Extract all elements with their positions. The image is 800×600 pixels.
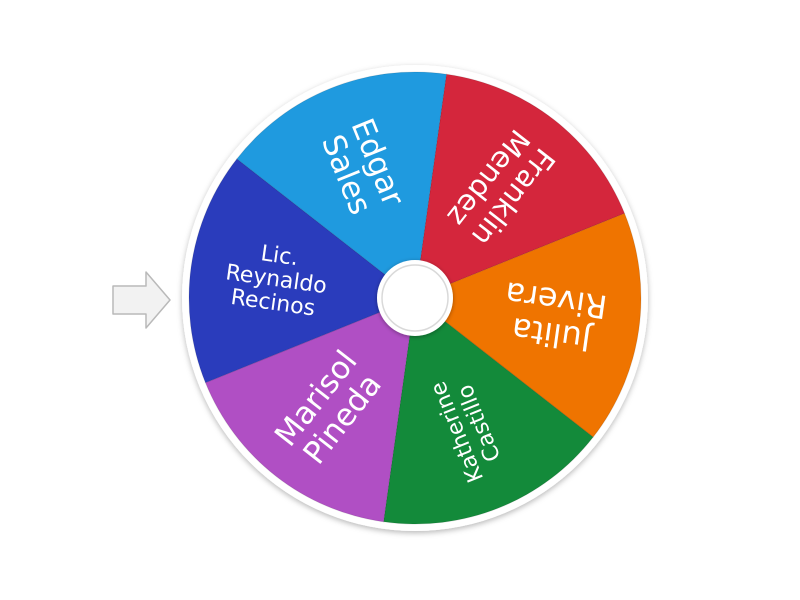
- arrow-right-icon: [112, 271, 171, 329]
- wheel-segment[interactable]: [382, 297, 594, 525]
- wheel-segment[interactable]: [414, 212, 642, 438]
- spin-hub-inner: [381, 264, 449, 332]
- wheel-segments[interactable]: [188, 71, 642, 525]
- wheel-segment[interactable]: [236, 71, 448, 299]
- wheel-segment[interactable]: [414, 73, 626, 299]
- segment-label-line: Lic.: [259, 241, 300, 271]
- wheel-segment[interactable]: [188, 158, 416, 384]
- wheel-segment[interactable]: [204, 297, 416, 523]
